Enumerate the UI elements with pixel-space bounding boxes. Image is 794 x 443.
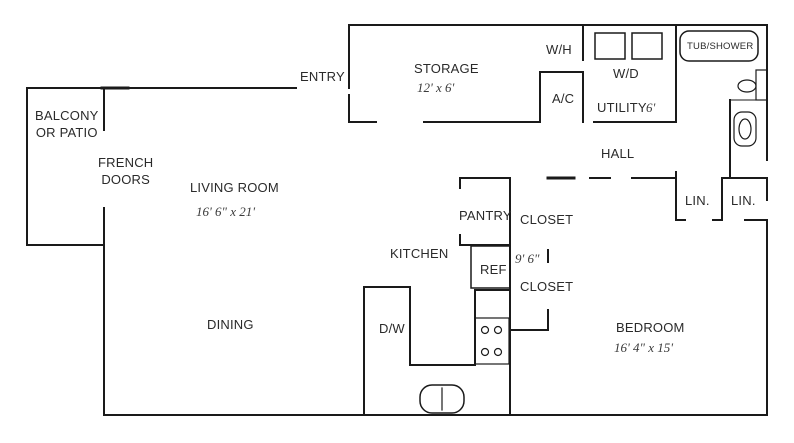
balcony-line-1: BALCONY [35,108,99,123]
french-doors-line-2: DOORS [101,172,151,187]
water-heater-label: W/H [546,42,572,57]
closet-dimensions: 9' 6" [515,251,540,266]
dining-label: DINING [207,317,254,332]
stove [474,317,510,365]
bedroom-label: BEDROOM [616,320,685,335]
storage-label: STORAGE [414,61,479,76]
dryer [631,32,663,60]
tub [679,30,759,62]
refrigerator [470,245,511,289]
balcony-label: BALCONY OR PATIO [35,107,99,141]
closet-lower-label: CLOSET [520,279,574,294]
tub-shower-label: TUB/SHOWER [687,41,754,52]
closet-upper-label: CLOSET [520,212,574,227]
utility-label: UTILITY [597,100,647,115]
french-doors-line-1: FRENCH [98,155,154,170]
ac-label: A/C [552,91,575,106]
kitchen-label: KITCHEN [390,246,449,261]
washer-dryer-label: W/D [613,66,639,81]
french-doors-label: FRENCH DOORS [98,154,153,188]
pantry-label: PANTRY [459,208,512,223]
refrigerator-label: REF [480,262,507,277]
storage-dimensions: 12' x 6' [417,80,455,95]
kitchen-counter [363,286,511,416]
washer [594,32,626,60]
dishwasher-label: D/W [379,321,405,336]
linen-closet-left-label: LIN. [685,193,710,208]
entry-label: ENTRY [300,69,345,84]
bedroom-dimensions: 16' 4" x 15' [614,340,674,355]
utility-dimensions: 6' [646,100,656,115]
balcony-outline [26,87,105,246]
living-room-label: LIVING ROOM [190,180,279,195]
hall-label: HALL [601,146,635,161]
kitchen-sink [419,384,465,414]
linen-closet-right-label: LIN. [731,193,756,208]
balcony-line-2: OR PATIO [35,125,98,140]
living-room-dimensions: 16' 6" x 21' [196,204,256,219]
